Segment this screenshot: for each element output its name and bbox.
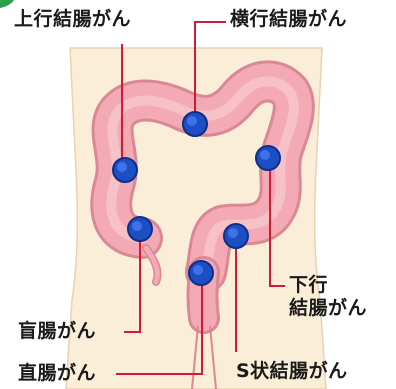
accent-mark (0, 0, 14, 8)
label-transverse-colon-cancer: 横行結腸がん (230, 8, 347, 31)
tumor-transverse (183, 112, 207, 136)
tumor-cecum (128, 217, 152, 241)
tumor-rectum (189, 261, 213, 285)
label-rectal-cancer: 直腸がん (18, 362, 96, 385)
label-descending-colon-cancer-line1: 下行 (289, 274, 328, 297)
label-sigmoid-colon-cancer: S状結腸がん (236, 360, 348, 383)
tumor-ascending (113, 158, 137, 182)
label-ascending-colon-cancer: 上行結腸がん (14, 8, 131, 31)
tumor-descending (256, 146, 280, 170)
tumor-sigmoid (224, 224, 248, 248)
label-descending-colon-cancer-line2: 結腸がん (289, 297, 367, 320)
label-cecum-cancer: 盲腸がん (18, 320, 96, 343)
